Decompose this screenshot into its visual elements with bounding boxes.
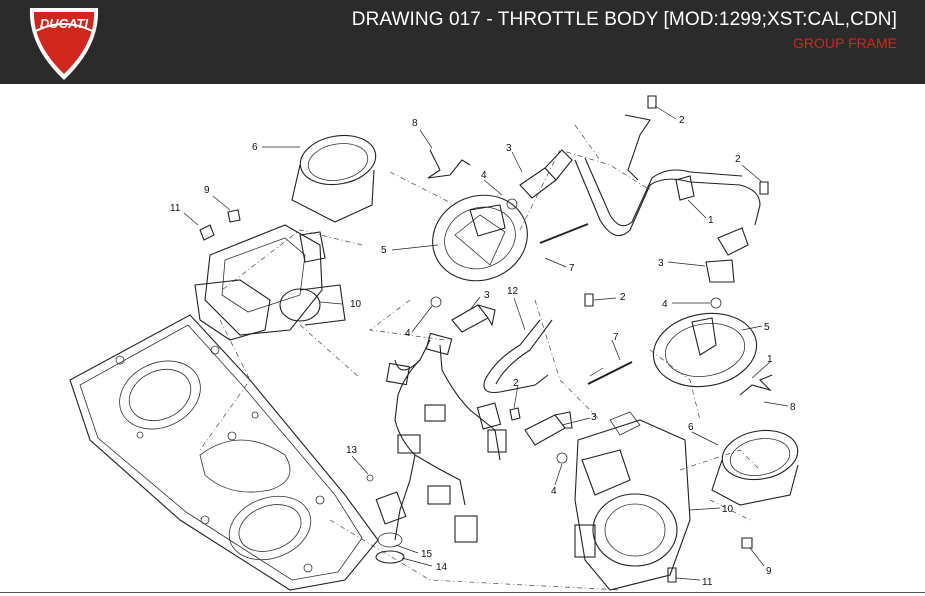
callout-8-upper: 8 bbox=[412, 118, 418, 129]
wiring-harness bbox=[375, 332, 507, 548]
leader-lines bbox=[183, 105, 789, 581]
callout-2-lower: 2 bbox=[513, 378, 519, 389]
intake-funnel-left bbox=[291, 134, 377, 223]
callout-7-lower: 7 bbox=[613, 332, 619, 343]
spring-clip-lower bbox=[739, 374, 773, 396]
injector-right bbox=[705, 227, 749, 309]
callout-13: 13 bbox=[346, 445, 358, 456]
fuel-hose-12 bbox=[483, 319, 549, 394]
callout-3-lower: 3 bbox=[591, 412, 597, 423]
intake-funnel-right bbox=[711, 429, 799, 506]
assembly-lines bbox=[199, 124, 761, 591]
exploded-diagram: 6 9 11 10 8 5 4 3 7 2 2 1 3 4 5 1 8 3 4 … bbox=[69, 95, 799, 591]
callout-6-right: 6 bbox=[688, 422, 694, 433]
fuel-hose-tip bbox=[624, 114, 651, 181]
page-title: DRAWING 017 - THROTTLE BODY [MOD:1299;XS… bbox=[351, 9, 897, 30]
stud-upper bbox=[539, 223, 589, 244]
callout-1-lower: 1 bbox=[767, 354, 773, 365]
callout-11-right: 11 bbox=[702, 577, 713, 588]
callout-10-right: 10 bbox=[722, 504, 734, 515]
manifold-plate bbox=[69, 314, 379, 591]
stud-lower bbox=[587, 361, 633, 385]
callout-9-right: 9 bbox=[766, 566, 772, 577]
callout-12: 12 bbox=[507, 286, 519, 297]
bottom-rule bbox=[0, 592, 925, 593]
callout-14: 14 bbox=[436, 562, 448, 573]
screws bbox=[199, 95, 769, 583]
callout-4-lower: 4 bbox=[551, 486, 557, 497]
spring-clip-upper bbox=[427, 149, 471, 179]
funnel-ring-lower bbox=[652, 312, 758, 388]
callout-4-upper: 4 bbox=[481, 170, 487, 181]
callout-3-upper: 3 bbox=[506, 143, 512, 154]
callout-3-mid: 3 bbox=[484, 290, 490, 301]
fuel-hose-12-outer bbox=[495, 319, 553, 385]
callout-2-right: 2 bbox=[735, 154, 741, 165]
ducati-logo: DUCATI bbox=[29, 8, 99, 80]
callout-6-left: 6 bbox=[252, 142, 258, 153]
callout-7-upper: 7 bbox=[569, 263, 575, 274]
callout-labels: 6 9 11 10 8 5 4 3 7 2 2 1 3 4 5 1 8 3 4 … bbox=[170, 115, 796, 588]
callout-5-upper: 5 bbox=[381, 245, 387, 256]
o-ring-14 bbox=[375, 550, 405, 564]
injector-upper bbox=[506, 149, 573, 210]
hose-clamp bbox=[675, 175, 695, 201]
callout-2-mid: 2 bbox=[620, 292, 626, 303]
callout-4-mid: 4 bbox=[405, 328, 411, 339]
callout-3-right: 3 bbox=[658, 258, 664, 269]
injector-mid bbox=[430, 296, 496, 333]
callout-1-upper: 1 bbox=[708, 215, 714, 226]
callout-11-left: 11 bbox=[170, 203, 181, 214]
page-header: DUCATI DRAWING 017 - THROTTLE BODY [MOD:… bbox=[0, 0, 925, 84]
logo-text: DUCATI bbox=[40, 16, 89, 31]
callout-9-left: 9 bbox=[204, 185, 210, 196]
funnel-ring-upper bbox=[432, 194, 528, 282]
throttle-body-left bbox=[194, 224, 346, 341]
fuel-hose-upper-outer bbox=[584, 157, 743, 227]
callout-2-top: 2 bbox=[679, 115, 685, 126]
callout-5-lower: 5 bbox=[764, 322, 770, 333]
callout-10-left: 10 bbox=[350, 299, 362, 310]
fuel-hose-upper bbox=[574, 159, 761, 237]
callout-15: 15 bbox=[421, 549, 433, 560]
callout-8-lower: 8 bbox=[790, 402, 796, 413]
callout-4-right: 4 bbox=[662, 299, 668, 310]
page-subtitle[interactable]: GROUP FRAME bbox=[793, 35, 897, 51]
injector-lower bbox=[524, 411, 573, 464]
throttle-body-right bbox=[574, 411, 691, 591]
